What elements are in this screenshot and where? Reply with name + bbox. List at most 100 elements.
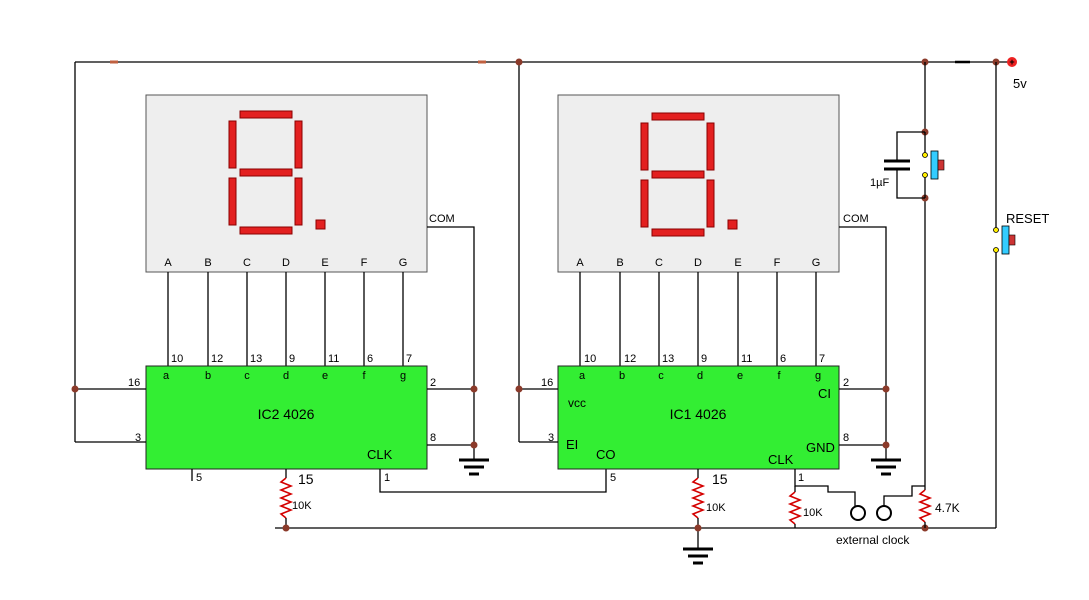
ic2-wiring: 10K (71, 385, 607, 528)
seven-segment-digit-right (640, 112, 738, 237)
segment-label-c: C (243, 257, 251, 269)
ic1-pin-clk: 1 (798, 472, 804, 484)
clock-resistor-label: 10K (803, 507, 823, 519)
ground-rail (275, 524, 996, 532)
ic2-pin-a: 10 (171, 353, 183, 365)
supply-rail: + 5v (74, 57, 1027, 442)
ic1-pin-d: 9 (701, 353, 707, 365)
pullup-resistor-label: 4.7K (935, 501, 960, 515)
resistor-icon (278, 477, 294, 519)
ic2-pin-c: 13 (250, 353, 262, 365)
ic2-pin-ei: 3 (135, 432, 141, 444)
ic2-pin-d: 9 (289, 353, 295, 365)
supply-voltage-label: 5v (1013, 76, 1027, 91)
ic2-pin-clk: 1 (384, 472, 390, 484)
segment-label-g: G (399, 257, 408, 269)
ic1-output-e: e (737, 370, 743, 382)
ic1-output-f: f (777, 370, 781, 382)
ic1-wiring: 10K (515, 385, 890, 548)
com-label-right: COM (843, 213, 869, 225)
ic1-output-b: b (619, 370, 625, 382)
ic2-output-c: c (244, 370, 250, 382)
ic2-output-f: f (362, 370, 366, 382)
segment-label-d: D (282, 257, 290, 269)
resistor-icon (690, 477, 706, 519)
ic1-clk-label: CLK (768, 452, 794, 467)
ic2-pin-gnd: 8 (430, 432, 436, 444)
segment-label-e: E (321, 257, 328, 269)
ic1-output-g: g (815, 370, 821, 382)
svg-text:+: + (1009, 57, 1014, 67)
ic1-output-d: d (697, 370, 703, 382)
ic1-co-label: CO (596, 447, 616, 462)
ground-icon (459, 458, 489, 476)
ic1-pin-g: 7 (819, 353, 825, 365)
ic2-resistor-label: 10K (292, 500, 312, 512)
clock-terminal-icon[interactable] (850, 505, 866, 521)
ic2-output-d: d (283, 370, 289, 382)
segment-label-b: B (204, 257, 211, 269)
ic1-pin-ei: 3 (548, 432, 554, 444)
segment-label-d-right: D (694, 257, 702, 269)
ic2-pin-ci: 2 (430, 377, 436, 389)
ic1-ci-label: CI (818, 386, 831, 401)
segment-label-f: F (361, 257, 368, 269)
ic1-ei-label: EI (566, 437, 578, 452)
ic1-pin-c: 13 (662, 353, 674, 365)
seven-segment-digit-left (228, 110, 326, 235)
segment-label-a-right: A (576, 257, 584, 269)
ic2-chip: 10 12 13 9 11 6 7 a b c d e f g IC2 4026… (128, 353, 436, 487)
ic2-output-b: b (205, 370, 211, 382)
ic2-clk-label: CLK (367, 447, 393, 462)
clock-input: 10K external clock (787, 469, 925, 547)
ic1-gnd-label: GND (806, 440, 835, 455)
ic1-title: IC1 4026 (670, 406, 727, 422)
ic2-title: IC2 4026 (258, 406, 315, 422)
ic1-pin-15: 15 (712, 471, 728, 487)
ic1-pin-a: 10 (584, 353, 596, 365)
ic1-output-c: c (658, 370, 664, 382)
segment-label-a: A (164, 257, 172, 269)
resistor-icon (917, 489, 933, 523)
segment-wires-right (579, 272, 817, 366)
external-clock-label: external clock (836, 533, 910, 547)
segment-wires-left (167, 272, 404, 366)
reset-button-icon[interactable] (1001, 225, 1010, 255)
display-left: A B C D E F G COM (145, 94, 475, 460)
ic1-pin-vdd: 16 (541, 377, 553, 389)
ic1-vcc-label: vcc (568, 396, 586, 410)
segment-label-f-right: F (774, 257, 781, 269)
ic1-chip: 10 1 2 13 9 11 6 7 a b c d e f g IC1 4026… (541, 353, 849, 487)
ic1-output-a: a (579, 370, 586, 382)
reset-circuit: RESET (993, 62, 1049, 528)
ground-icon (683, 547, 713, 565)
ic2-pin-g: 7 (406, 353, 412, 365)
ic2-pin-vdd: 16 (128, 377, 140, 389)
ic2-output-e: e (322, 370, 328, 382)
ic2-pin-15: 15 (298, 471, 314, 487)
pushbutton-icon[interactable] (930, 150, 939, 180)
ic1-pin-ci: 2 (843, 377, 849, 389)
ic1-pin-gnd: 8 (843, 432, 849, 444)
clock-terminal-icon[interactable] (876, 505, 892, 521)
ic2-pin-f: 6 (367, 353, 373, 365)
ic2-output-g: g (400, 370, 406, 382)
ic1-pin-e: 11 (741, 353, 752, 365)
segment-label-e-right: E (734, 257, 741, 269)
segment-label-b-right: B (616, 257, 623, 269)
ic1-resistor-label: 10K (706, 502, 726, 514)
ic2-pin-co: 5 (196, 472, 202, 484)
segment-label-c-right: C (655, 257, 663, 269)
com-label-left: COM (429, 213, 455, 225)
reset-label: RESET (1006, 211, 1049, 226)
clock-pushbutton-circuit: 4.7K 1µF (870, 62, 960, 528)
ic2-output-a: a (163, 370, 170, 382)
ic2-pin-b: 12 (211, 353, 223, 365)
ic2-pin-e: 11 (328, 353, 339, 365)
capacitor-label: 1µF (870, 177, 889, 189)
display-right: A B C D E F G COM (557, 94, 887, 460)
resistor-icon (787, 491, 803, 525)
ic1-pin-f: 6 (780, 353, 786, 365)
segment-label-g-right: G (812, 257, 821, 269)
ground-icon (871, 458, 901, 476)
